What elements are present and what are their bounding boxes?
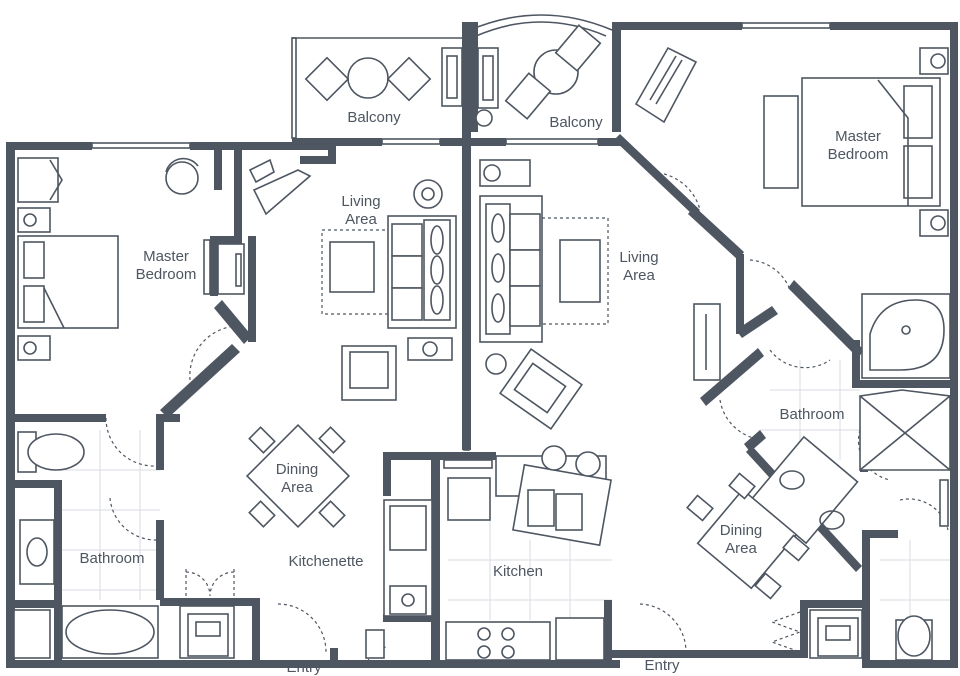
right-bedroom-furniture	[634, 46, 949, 381]
balcony-right-furniture	[475, 24, 602, 127]
left-dining-furniture	[245, 423, 351, 529]
walls	[6, 22, 958, 668]
right-bathroom-fixtures	[751, 293, 951, 661]
bathroom-right-tile	[760, 360, 950, 660]
living-area-left-line2: Area	[345, 211, 377, 228]
living-area-left-line1: Living	[341, 193, 381, 210]
dining-area-left-line1: Dining	[275, 461, 319, 478]
entry-left-label: Entry	[286, 659, 322, 676]
master-bedroom-left-line1: Master	[143, 248, 189, 265]
kitchen-tile	[448, 520, 612, 620]
left-bedroom-furniture	[17, 157, 312, 361]
entry-right-label: Entry	[644, 657, 680, 674]
master-bedroom-left-line2: Bedroom	[135, 266, 197, 283]
kitchenette-label: Kitchenette	[288, 553, 364, 570]
dining-area-left-label: Dining Area	[262, 461, 332, 497]
master-bedroom-right-line2: Bedroom	[827, 146, 889, 163]
kitchen-fixtures	[443, 445, 612, 661]
left-bathroom-fixtures	[13, 431, 159, 659]
dining-area-right-label: Dining Area	[706, 522, 776, 558]
master-bedroom-left-label: Master Bedroom	[116, 248, 216, 284]
balcony-right-label: Balcony	[549, 114, 603, 131]
dining-area-right-line2: Area	[725, 540, 757, 557]
windows	[91, 14, 831, 451]
right-entry-closet	[809, 609, 863, 659]
dining-area-right-line1: Dining	[719, 522, 763, 539]
right-living-furniture	[479, 159, 609, 431]
master-bedroom-right-label: Master Bedroom	[808, 128, 908, 164]
kitchen-label: Kitchen	[492, 563, 544, 580]
living-area-left-label: Living Area	[326, 193, 396, 229]
bathroom-left-tile	[60, 430, 160, 600]
left-living-furniture	[321, 179, 457, 401]
kitchenette-fixtures	[179, 499, 433, 659]
right-dining-furniture	[686, 472, 810, 600]
living-area-right-label: Living Area	[604, 249, 674, 285]
master-bedroom-right-line1: Master	[835, 128, 881, 145]
bathroom-right-label: Bathroom	[779, 406, 845, 423]
living-area-right-line2: Area	[623, 267, 655, 284]
dining-area-left-line2: Area	[281, 479, 313, 496]
balcony-left-label: Balcony	[347, 109, 401, 126]
balcony-left-furniture	[304, 47, 463, 107]
bathroom-left-label: Bathroom	[79, 550, 145, 567]
living-area-right-line1: Living	[619, 249, 659, 266]
